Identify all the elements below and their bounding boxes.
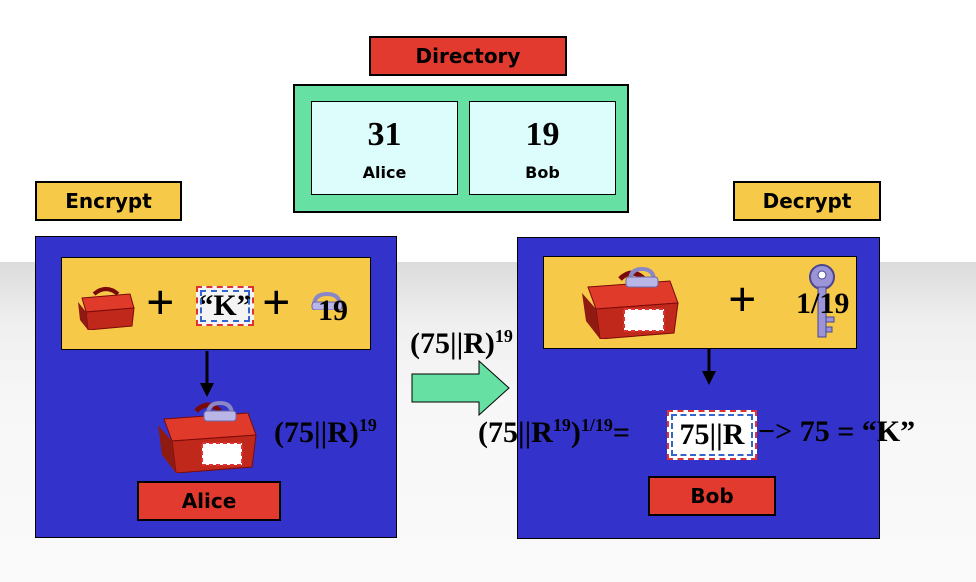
directory-bob-name: Bob xyxy=(525,162,560,182)
envelope-icon: 75||R xyxy=(667,410,757,460)
alice-label: Alice xyxy=(137,481,281,521)
decrypt-inputs-box: + 1/19 xyxy=(543,256,857,349)
decrypt-eq-equals: = xyxy=(612,416,630,449)
encrypt-plus-1: + xyxy=(146,274,175,330)
decrypt-equation-left: (75||R19)1/19= xyxy=(478,415,630,450)
directory-entry-alice: 31 Alice xyxy=(311,101,458,195)
decrypt-label: Decrypt xyxy=(733,181,881,221)
directory-alice-number: 31 xyxy=(367,115,402,153)
padlock-icon xyxy=(311,292,343,310)
alice-label-text: Alice xyxy=(181,489,237,513)
directory-alice-name: Alice xyxy=(362,162,407,182)
encrypt-inputs-box: + “K” + 19 xyxy=(61,257,371,350)
decrypt-arrow-tail: −> 75 = “K” xyxy=(758,415,915,449)
directory-box: 31 Alice 19 Bob xyxy=(293,84,629,213)
toolbox-icon xyxy=(78,287,135,330)
encrypt-result-base: (75||R) xyxy=(274,416,359,449)
arrow-icon xyxy=(411,360,510,416)
decrypt-eq-open: (75||R xyxy=(478,416,553,449)
encrypt-num: 19 xyxy=(318,294,348,327)
encrypt-label-text: Encrypt xyxy=(65,189,152,213)
encrypt-plus-2: + xyxy=(262,274,291,330)
bob-label-text: Bob xyxy=(690,484,734,508)
decrypt-envelope-text: 75||R xyxy=(679,418,745,451)
key-icon xyxy=(809,264,835,338)
decrypt-key-text: 1/19 xyxy=(796,287,850,320)
decrypt-panel: + 1/19 Bob xyxy=(517,237,880,539)
encrypt-panel: + “K” + 19 (75||R)19 Alice xyxy=(35,236,397,538)
directory-entry-bob: 19 Bob xyxy=(469,101,616,195)
encrypt-k-text: “K” xyxy=(198,289,252,322)
k-stamp: “K” xyxy=(196,286,254,326)
toolbox-icon xyxy=(582,266,679,339)
arrow-icon xyxy=(200,351,214,397)
encrypt-result: (75||R)19 xyxy=(274,415,377,450)
arrow-icon xyxy=(702,349,716,385)
toolbox-icon xyxy=(158,400,257,473)
decrypt-label-text: Decrypt xyxy=(762,189,852,213)
decrypt-arrow-tail-text: −> 75 = “K” xyxy=(758,415,916,448)
directory-title: Directory xyxy=(369,36,567,76)
directory-title-text: Directory xyxy=(415,44,521,68)
transfer-label: (75||R)19 xyxy=(410,326,513,361)
encrypt-label: Encrypt xyxy=(35,181,182,221)
decrypt-eq-outer-exp: 1/19 xyxy=(580,415,613,435)
bob-label: Bob xyxy=(648,476,776,516)
decrypt-plus: + xyxy=(728,271,757,327)
decrypt-eq-close: ) xyxy=(570,416,581,449)
decrypt-eq-inner-exp: 19 xyxy=(552,415,571,435)
directory-bob-number: 19 xyxy=(525,115,560,153)
encrypt-result-exp: 19 xyxy=(358,415,377,435)
transfer-base: (75||R) xyxy=(410,327,495,360)
transfer-exp: 19 xyxy=(494,326,513,346)
